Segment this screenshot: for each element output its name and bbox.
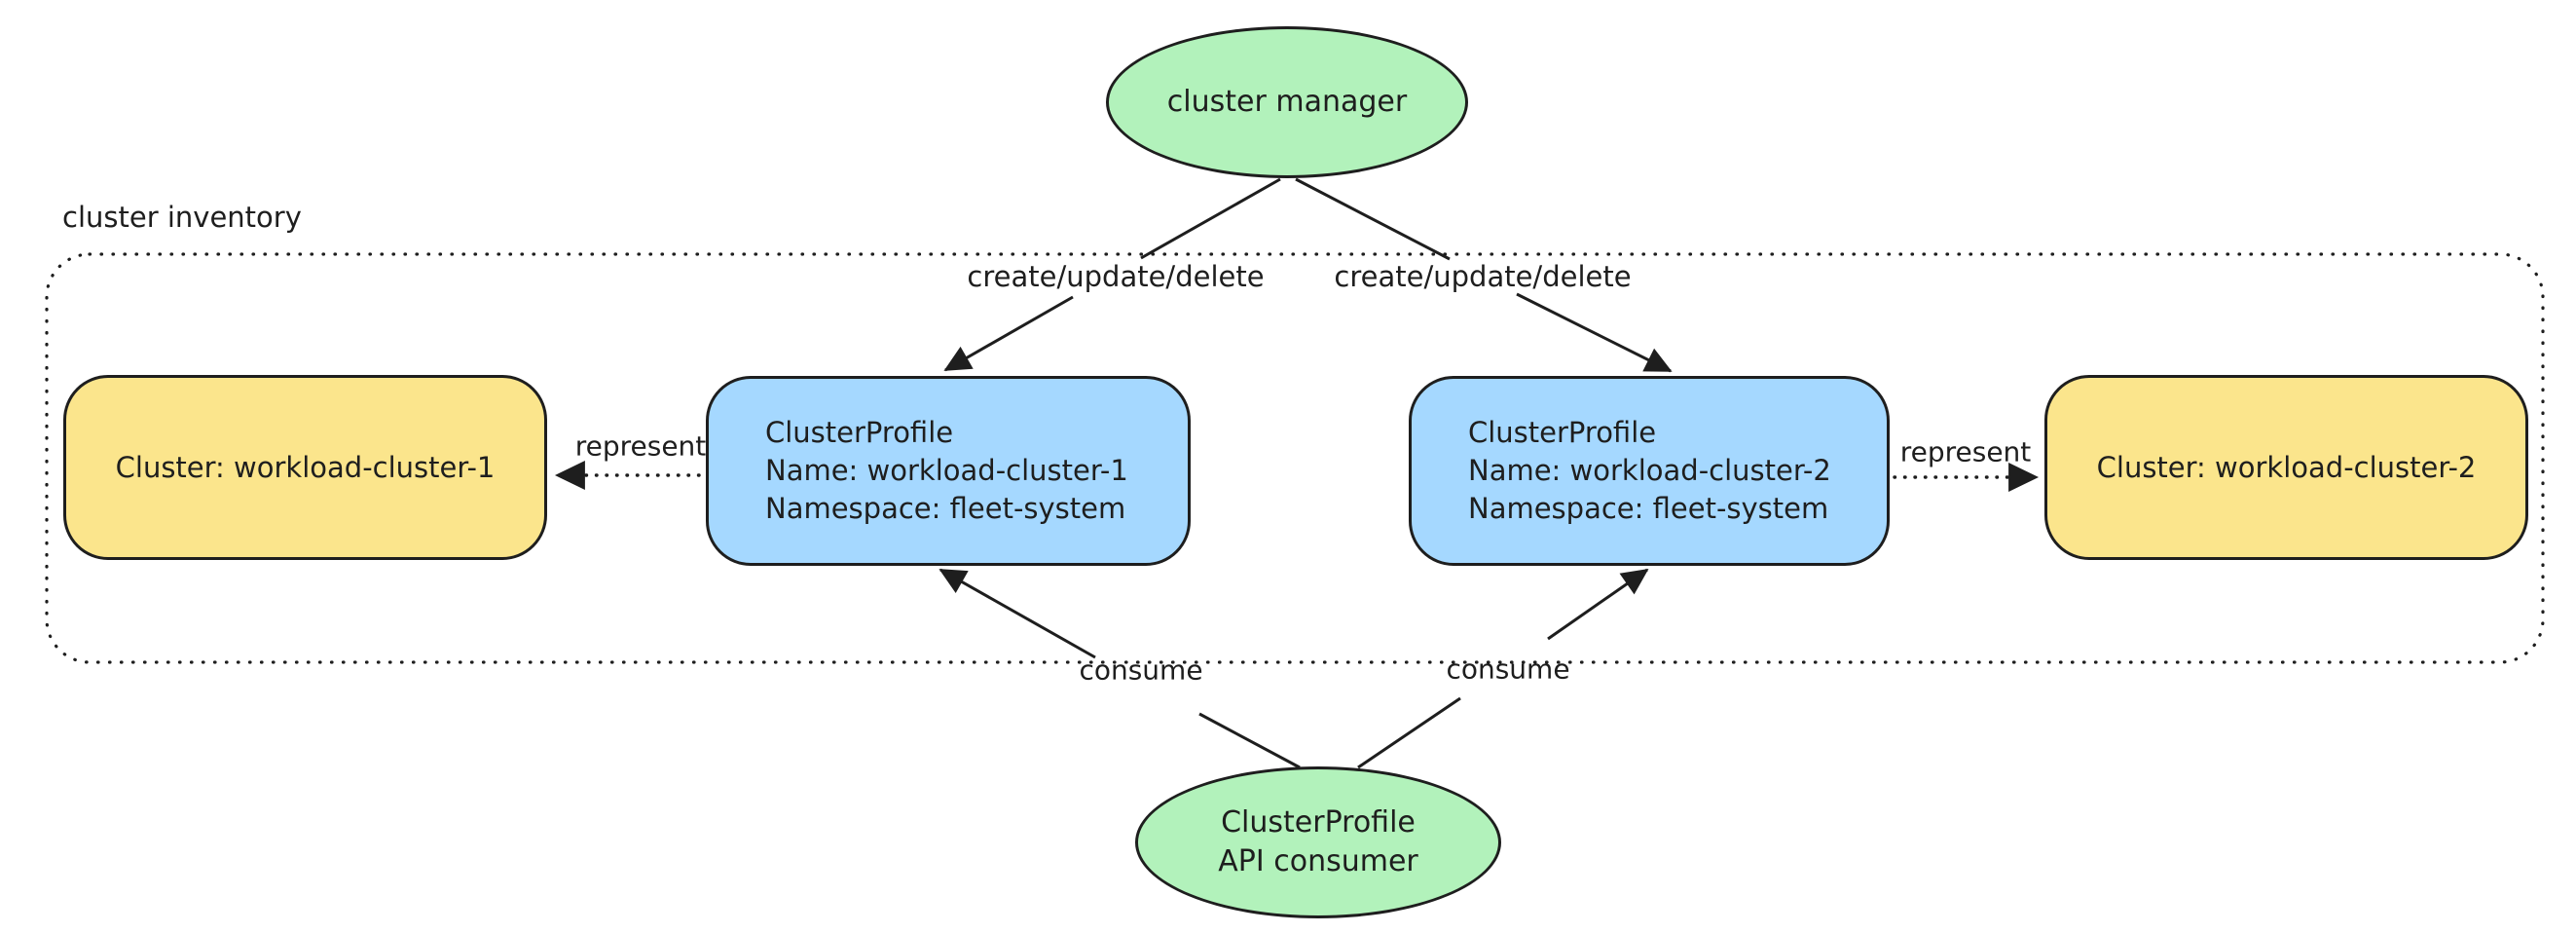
cluster-profile-2-node: ClusterProfile Name: workload-cluster-2 … [1409,376,1890,566]
cluster-inventory-label: cluster inventory [62,201,302,234]
cluster-profile-2-kind: ClusterProfile [1468,416,1657,449]
cluster-profile-1-node: ClusterProfile Name: workload-cluster-1 … [706,376,1191,566]
cluster-1-node: Cluster: workload-cluster-1 [63,375,547,560]
cluster-manager-label: cluster manager [1166,85,1408,119]
api-consumer-label-line1: ClusterProfile [1221,805,1416,840]
cluster-profile-2-text: ClusterProfile Name: workload-cluster-2 … [1468,414,1831,528]
edge-consume-left-arrow [938,568,1096,659]
api-consumer-label-line2: API consumer [1218,844,1418,878]
cluster-profile-1-name: Name: workload-cluster-1 [765,454,1128,487]
cluster-1-label: Cluster: workload-cluster-1 [115,451,496,484]
cluster-2-label: Cluster: workload-cluster-2 [2096,451,2477,484]
edge-consume-left-segment [1198,712,1301,769]
edge-label-represent-left: represent [574,429,707,463]
api-consumer-node: ClusterProfile API consumer [1135,766,1501,918]
edge-create-left-segment [1140,177,1281,260]
cluster-profile-2-name: Name: workload-cluster-2 [1468,454,1831,487]
cluster-manager-node: cluster manager [1106,26,1468,178]
edge-consume-right-segment [1357,696,1461,769]
edge-create-right-segment [1295,177,1451,261]
edge-label-consume-left: consume [1079,653,1203,687]
edge-label-represent-right: represent [1899,435,2032,468]
cluster-profile-2-namespace: Namespace: fleet-system [1468,492,1829,525]
edge-consume-right-arrow [1547,568,1649,641]
cluster-profile-1-namespace: Namespace: fleet-system [765,492,1126,525]
cluster-profile-1-kind: ClusterProfile [765,416,954,449]
edge-label-create-right: create/update/delete [1334,260,1632,293]
edge-label-consume-right: consume [1446,653,1570,686]
edge-create-left-arrow [943,295,1074,372]
edge-label-create-left: create/update/delete [967,260,1265,293]
cluster-2-node: Cluster: workload-cluster-2 [2044,375,2528,560]
edge-create-right-arrow [1516,292,1673,373]
cluster-profile-1-text: ClusterProfile Name: workload-cluster-1 … [765,414,1128,528]
cluster-inventory-boundary [45,252,2545,664]
